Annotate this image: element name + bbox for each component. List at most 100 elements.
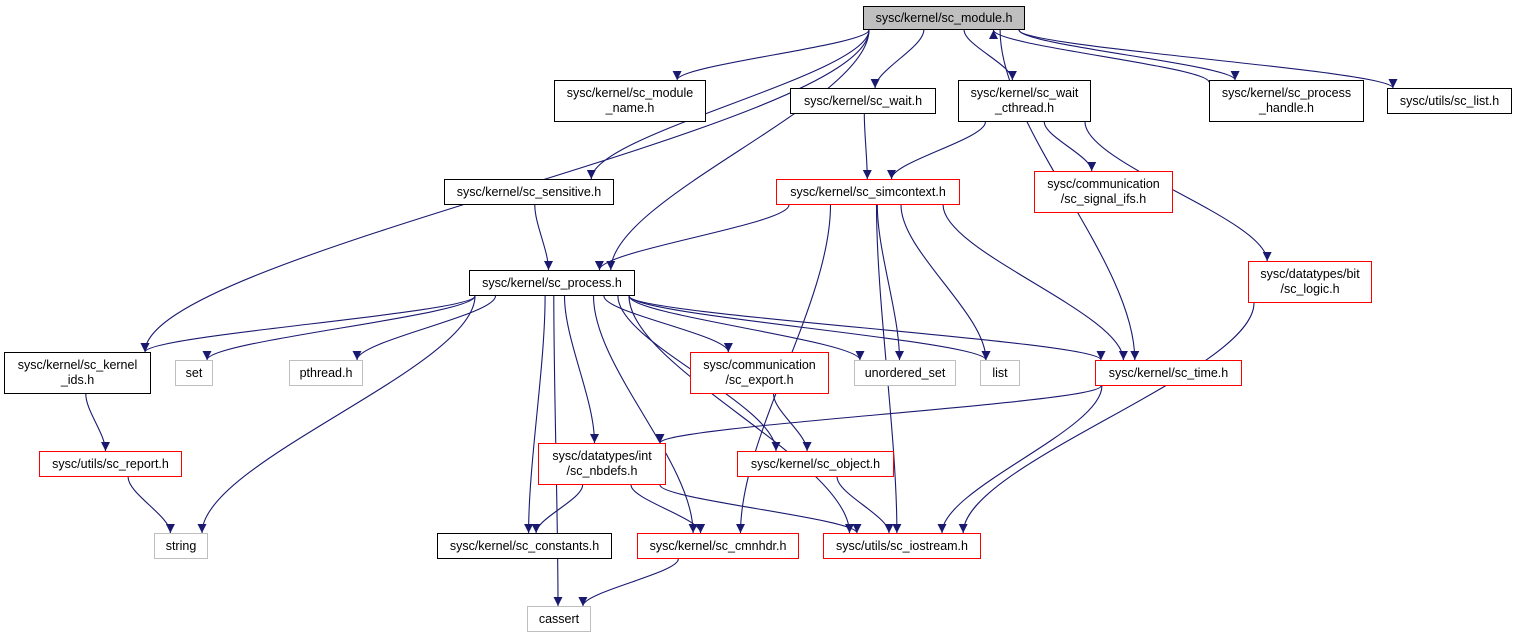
edge-sc_kernel_ids-to-sc_report — [85, 393, 110, 452]
node-label: sysc/kernel/sc_time.h — [1108, 365, 1229, 380]
node-label: /sc_logic.h — [1280, 282, 1340, 296]
node-label: sysc/datatypes/bit — [1260, 267, 1360, 281]
node-label: _cthread.h — [994, 101, 1055, 115]
edge-sc_module-to-sc_wait — [870, 29, 925, 89]
edge-sc_simcontext-to-list — [900, 204, 991, 361]
node-sc-object-h[interactable]: sysc/kernel/sc_object.h — [737, 451, 894, 477]
edge-sc_process-to-string — [197, 295, 476, 534]
node-label: sysc/kernel/sc_cmnhdr.h — [649, 538, 787, 553]
node-label: sysc/kernel/sc_module.h — [875, 10, 1013, 25]
node-string: string — [154, 533, 208, 559]
edge-sc_cmnhdr-to-cassert — [578, 558, 679, 607]
edge-sc_module-to-sc_list — [1018, 29, 1398, 89]
edge-sc_module-to-sc_wait_cthread — [963, 29, 1017, 81]
edge-sc_sensitive-to-sc_process — [534, 204, 553, 271]
node-pthread-h: pthread.h — [289, 360, 363, 386]
edge-sc_process-to-sc_iostream — [628, 295, 854, 534]
node-sc-nbdefs-h[interactable]: sysc/datatypes/int /sc_nbdefs.h — [538, 443, 666, 485]
node-label: sysc/kernel/sc_module — [566, 86, 694, 100]
edge-sc_wait-to-sc_simcontext — [862, 113, 872, 180]
edge-sc_process_handle-to-sc_module — [989, 29, 1210, 83]
edge-sc_object-to-sc_iostream — [836, 476, 894, 534]
node-label: cassert — [538, 611, 580, 626]
node-sc-sensitive-h[interactable]: sysc/kernel/sc_sensitive.h — [444, 179, 614, 205]
node-label: set — [185, 365, 203, 380]
edge-sc_process-to-sc_export — [603, 295, 733, 353]
node-label: sysc/kernel/sc_object.h — [750, 456, 881, 471]
node-label: sysc/kernel/sc_process.h — [482, 275, 622, 290]
node-label: _ids.h — [60, 373, 95, 387]
node-sc-export-h[interactable]: sysc/communication /sc_export.h — [690, 352, 829, 394]
node-label: /sc_nbdefs.h — [566, 464, 638, 478]
node-sc-cmnhdr-h[interactable]: sysc/kernel/sc_cmnhdr.h — [637, 533, 799, 559]
node-label: _name.h — [605, 101, 655, 115]
node-label: sysc/kernel/sc_sensitive.h — [456, 184, 602, 199]
edge-sc_nbdefs-to-sc_iostream — [659, 484, 862, 534]
edge-sc_simcontext-to-sc_process — [594, 204, 790, 271]
edge-sc_module-to-sc_process — [606, 29, 870, 271]
node-label: sysc/datatypes/int — [552, 449, 652, 463]
node-label: sysc/utils/sc_iostream.h — [836, 538, 968, 553]
node-sc-process-h[interactable]: sysc/kernel/sc_process.h — [469, 270, 635, 296]
node-sc-list-h[interactable]: sysc/utils/sc_list.h — [1387, 88, 1512, 114]
edge-sc_module-to-sc_module_name — [672, 29, 870, 81]
node-label: string — [165, 538, 197, 553]
node-label: sysc/communication — [1047, 177, 1160, 191]
node-sc-simcontext-h[interactable]: sysc/kernel/sc_simcontext.h — [776, 179, 960, 205]
node-sc-wait-h[interactable]: sysc/kernel/sc_wait.h — [790, 88, 936, 114]
node-label: sysc/kernel/sc_wait — [970, 86, 1079, 100]
edge-sc_process-to-sc_nbdefs — [563, 295, 599, 444]
edge-sc_module-to-sc_process_handle — [1018, 29, 1240, 81]
edge-sc_wait_cthread-to-sc_signal_ifs — [1043, 121, 1097, 172]
edge-sc_nbdefs-to-sc_constants — [531, 484, 584, 534]
node-label: sysc/utils/sc_list.h — [1399, 93, 1500, 108]
node-sc-report-h[interactable]: sysc/utils/sc_report.h — [39, 451, 182, 477]
node-list: list — [980, 360, 1020, 386]
node-label: sysc/kernel/sc_wait.h — [803, 93, 923, 108]
edge-sc_report-to-string — [127, 476, 175, 534]
node-label: _handle.h — [1259, 101, 1314, 115]
node-label: /sc_export.h — [725, 373, 794, 387]
node-sc-constants-h[interactable]: sysc/kernel/sc_constants.h — [437, 533, 612, 559]
edge-sc_simcontext-to-sc_time — [942, 204, 1128, 361]
node-label: list — [992, 365, 1008, 380]
node-sc-signal-ifs-h[interactable]: sysc/communication /sc_signal_ifs.h — [1034, 171, 1173, 213]
node-label: sysc/kernel/sc_simcontext.h — [790, 184, 946, 199]
edge-sc_wait_cthread-to-sc_logic — [1084, 121, 1272, 262]
node-sc-module-h[interactable]: sysc/kernel/sc_module.h — [863, 6, 1025, 30]
node-label: sysc/kernel/sc_kernel — [17, 358, 138, 372]
node-label: sysc/kernel/sc_process — [1221, 86, 1352, 100]
edge-sc_process-to-list — [628, 295, 991, 361]
node-label: /sc_signal_ifs.h — [1060, 192, 1147, 206]
node-sc-wait-cthread-h[interactable]: sysc/kernel/sc_wait _cthread.h — [958, 80, 1091, 122]
node-label: pthread.h — [299, 365, 353, 380]
node-label: sysc/kernel/sc_constants.h — [449, 538, 600, 553]
edge-sc_process-to-sc_constants — [524, 295, 546, 534]
edge-sc_process-to-sc_time — [628, 295, 1106, 361]
node-set: set — [175, 360, 213, 386]
edge-sc_time-to-sc_iostream — [937, 385, 1103, 534]
edge-sc_process-to-unordered_set — [628, 295, 865, 361]
node-sc-logic-h[interactable]: sysc/datatypes/bit /sc_logic.h — [1248, 261, 1372, 303]
node-label: sysc/utils/sc_report.h — [52, 456, 169, 471]
edge-sc_wait_cthread-to-sc_simcontext — [887, 121, 986, 180]
node-sc-iostream-h[interactable]: sysc/utils/sc_iostream.h — [823, 533, 981, 559]
node-sc-process-handle-h[interactable]: sysc/kernel/sc_process _handle.h — [1209, 80, 1364, 122]
node-label: sysc/communication — [703, 358, 816, 372]
node-sc-kernel-ids-h[interactable]: sysc/kernel/sc_kernel _ids.h — [4, 352, 151, 394]
node-sc-module-name-h[interactable]: sysc/kernel/sc_module _name.h — [554, 80, 706, 122]
edge-sc_process-to-sc_kernel_ids — [140, 295, 476, 353]
edge-sc_nbdefs-to-sc_cmnhdr — [630, 484, 706, 534]
edge-sc_process-to-sc_cmnhdr — [592, 295, 698, 534]
edge-sc_logic-to-sc_iostream — [958, 302, 1255, 534]
edge-sc_simcontext-to-unordered_set — [876, 204, 904, 361]
edge-sc_time-to-sc_nbdefs — [655, 385, 1102, 444]
edge-sc_process-to-pthread — [352, 295, 497, 361]
node-sc-time-h[interactable]: sysc/kernel/sc_time.h — [1095, 360, 1242, 386]
node-cassert: cassert — [527, 606, 591, 632]
node-label: unordered_set — [864, 365, 946, 380]
node-unordered-set: unordered_set — [854, 360, 956, 386]
edge-sc_process-to-set — [202, 295, 476, 361]
